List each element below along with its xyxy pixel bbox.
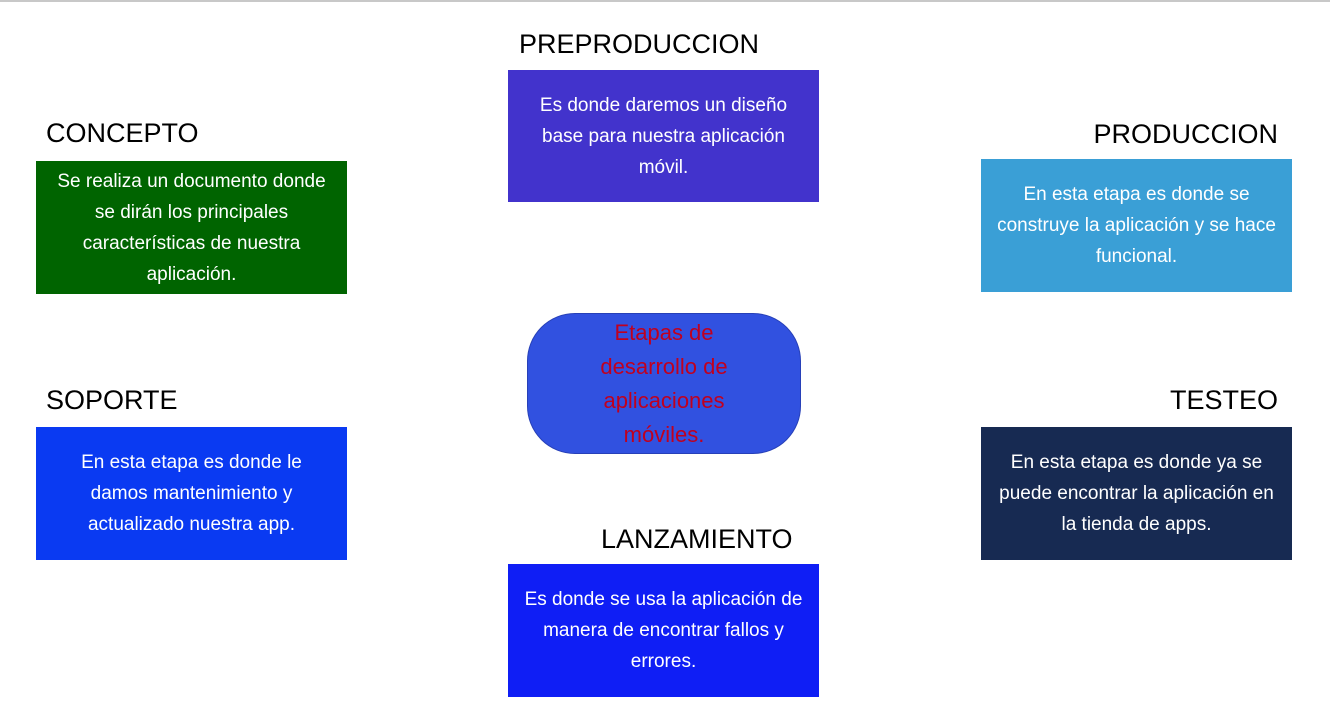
- testeo-title: TESTEO: [1169, 385, 1278, 415]
- lanzamiento-box: Es donde se usa la aplicación de manera …: [508, 564, 819, 697]
- produccion-title: PRODUCCION: [1093, 119, 1278, 149]
- preproduccion-box: Es donde daremos un diseño base para nue…: [508, 70, 819, 202]
- center-node: Etapas de desarrollo de aplicaciones móv…: [527, 313, 801, 454]
- concepto-box: Se realiza un documento donde se dirán l…: [36, 161, 347, 294]
- soporte-title: SOPORTE: [46, 385, 178, 415]
- center-node-label: Etapas de desarrollo de aplicaciones móv…: [600, 319, 728, 447]
- lanzamiento-description: Es donde se usa la aplicación de manera …: [524, 589, 803, 672]
- lanzamiento-title: LANZAMIENTO: [601, 524, 793, 554]
- preproduccion-description: Es donde daremos un diseño base para nue…: [539, 94, 788, 178]
- soporte-box: En esta etapa es donde le damos mantenim…: [36, 427, 347, 560]
- testeo-description: En esta etapa es donde ya se puede encon…: [999, 452, 1274, 535]
- soporte-description: En esta etapa es donde le damos mantenim…: [81, 452, 302, 535]
- concepto-description: Se realiza un documento donde se dirán l…: [57, 170, 326, 285]
- preproduccion-title: PREPRODUCCION: [519, 29, 760, 59]
- produccion-description: En esta etapa es donde se construye la a…: [997, 184, 1276, 267]
- top-border: [0, 0, 1330, 2]
- testeo-box: En esta etapa es donde ya se puede encon…: [981, 427, 1292, 560]
- concepto-title: CONCEPTO: [46, 118, 199, 148]
- produccion-box: En esta etapa es donde se construye la a…: [981, 159, 1292, 292]
